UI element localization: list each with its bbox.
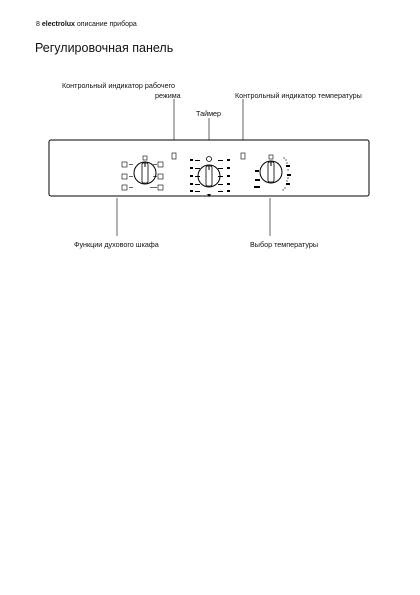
timer-knob bbox=[197, 156, 221, 197]
page-title: Регулировочная панель bbox=[35, 41, 174, 55]
mode-indicator-lamp bbox=[171, 152, 177, 160]
page-number: 8 bbox=[36, 21, 40, 28]
timer-label: Таймер bbox=[196, 109, 222, 118]
oven-function-knob bbox=[133, 161, 157, 185]
temp-indicator-lamp bbox=[240, 152, 246, 160]
mode-indicator-label: Контрольный индикатор рабочего bbox=[62, 81, 176, 90]
brand-name: electrolux bbox=[41, 21, 75, 28]
timer-scale-marks bbox=[190, 159, 230, 192]
oven-functions-label: Функции духового шкафа bbox=[74, 240, 159, 249]
mode-indicator-label-cont: режима bbox=[155, 91, 181, 100]
temp-indicator-label: Контрольный индикатор температуры bbox=[235, 91, 362, 100]
page-header: 8 electrolux описание прибора bbox=[36, 21, 137, 28]
temperature-knob bbox=[259, 154, 283, 184]
timer-off-marker-icon bbox=[207, 194, 211, 197]
section-name: описание прибора bbox=[76, 21, 137, 28]
temperature-scale-marks bbox=[254, 157, 291, 191]
temperature-off-icon bbox=[268, 154, 274, 160]
oven-function-symbols bbox=[121, 155, 164, 191]
bell-icon bbox=[206, 156, 212, 162]
temp-selection-label: Выбор температуры bbox=[250, 240, 318, 249]
